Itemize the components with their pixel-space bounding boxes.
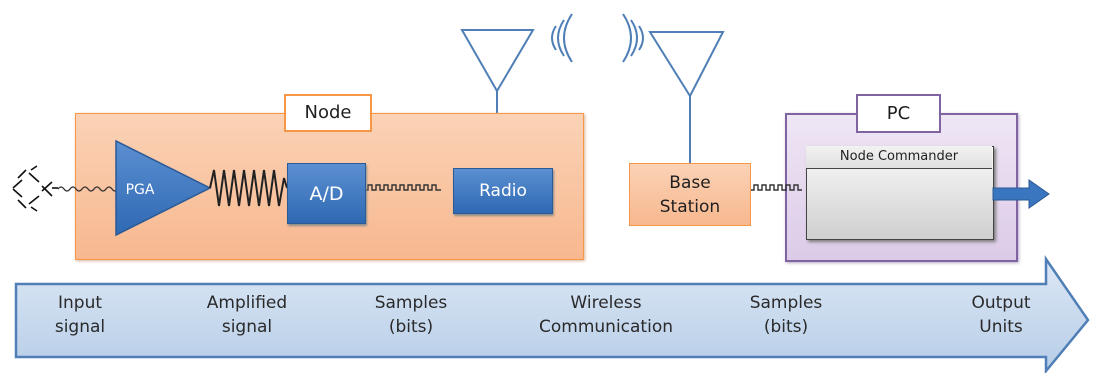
samples-wire-pc [750,184,802,191]
node-commander-title: Node Commander [806,146,992,169]
stage-label-line2: (bits) [763,317,809,337]
ad-converter: A/D [287,163,366,224]
radio-label: Radio [479,181,527,201]
stage-label-line1: Samples [749,293,823,313]
stage-amplified: Amplified signal [167,291,327,339]
pga-amplifier [115,139,212,237]
stage-label-line2: Communication [539,317,673,337]
input-wire [57,186,119,192]
stage-label-line1: Input [57,293,103,313]
stage-samples-node: Samples (bits) [331,291,491,339]
pc-title: PC [856,94,941,133]
output-arrow [992,179,1050,209]
samples-wire-node [364,184,441,191]
amplified-signal-wire [209,169,288,207]
ad-label: A/D [309,182,344,205]
stage-label-line1: Wireless [570,293,642,313]
pga-label: PGA [125,182,155,198]
stage-samples-pc: Samples (bits) [706,291,866,339]
stage-output: Output Units [921,291,1081,339]
stage-label-line2: Units [979,317,1023,337]
stage-label-line2: signal [221,317,273,337]
base-station: Base Station [629,163,751,226]
node-title: Node [284,94,372,132]
stage-label-line1: Samples [374,293,448,313]
base-station-label-line2: Station [659,196,721,217]
stage-label-line1: Amplified [206,293,288,313]
wireless-waves-icon [551,13,644,63]
stage-label-line2: signal [54,317,106,337]
base-station-label-line1: Base [669,172,711,193]
process-flow-arrow [14,254,1090,373]
radio-module: Radio [453,168,553,214]
stage-input: Input signal [0,291,160,339]
stage-wireless: Wireless Communication [526,291,686,339]
sensor-bridge-icon [12,165,58,212]
stage-label-line1: Output [971,293,1031,313]
base-antenna-icon [648,31,725,168]
stage-label-line2: (bits) [388,317,434,337]
